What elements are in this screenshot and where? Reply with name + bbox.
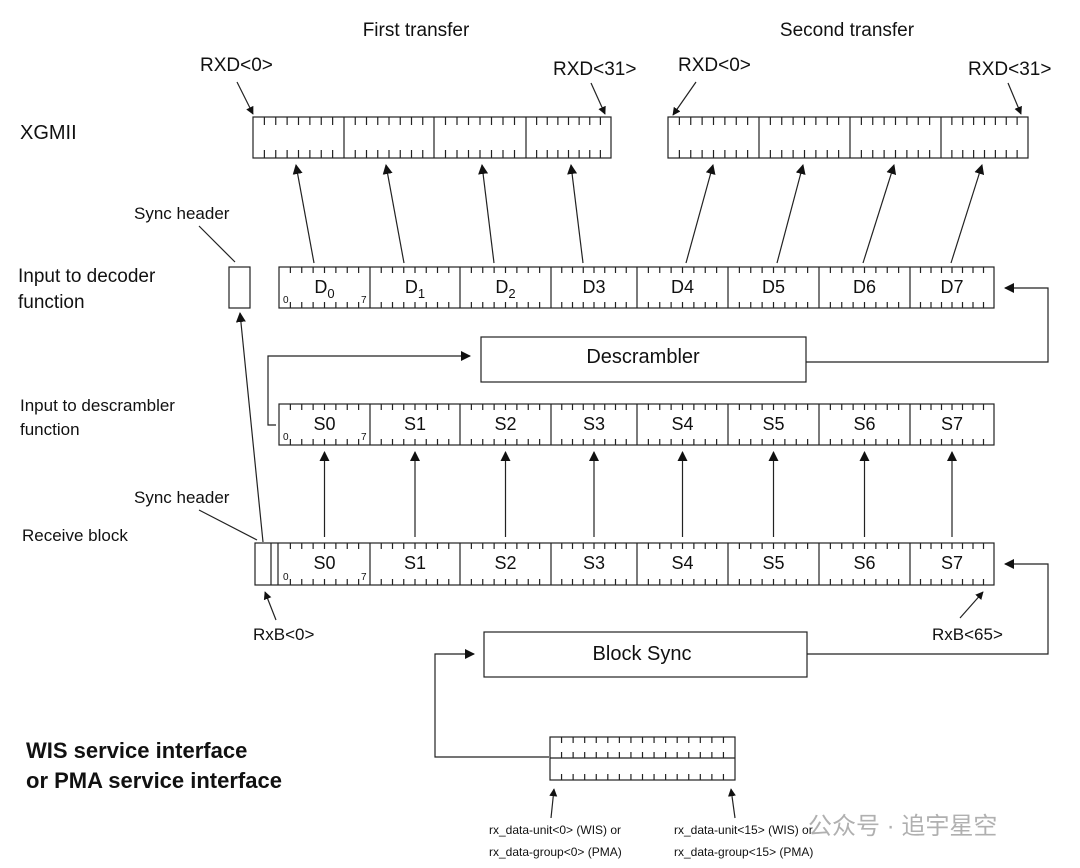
second-transfer-label: Second transfer bbox=[780, 20, 915, 41]
rxd0-label-second: RXD<0> bbox=[678, 55, 751, 76]
input-descrambler-label-line1: Input to descrambler bbox=[20, 396, 175, 415]
descrambler-cell-bit7-label: 7 bbox=[361, 432, 367, 443]
rx-unit0-label-line2: rx_data-group<0> (PMA) bbox=[489, 845, 622, 859]
decoder-cell-7: D7 bbox=[940, 277, 963, 297]
descrambler-input-path bbox=[267, 351, 471, 426]
receive-block-register: S0 S1 S2 S3 S4 S5 S6 S7 0 7 bbox=[254, 542, 995, 586]
sync-header-label-top: Sync header bbox=[134, 204, 230, 223]
rx-unit15-label-line2: rx_data-group<15> (PMA) bbox=[674, 845, 813, 859]
xgmii-label: XGMII bbox=[20, 122, 77, 144]
rxd0-pointer-first bbox=[236, 81, 254, 115]
input-decoder-label-line2: function bbox=[18, 292, 85, 313]
decoder-cell-bit7-label: 7 bbox=[361, 295, 367, 306]
input-decoder-label-line1: Input to decoder bbox=[18, 266, 156, 287]
receive-to-descrambler-arrows bbox=[319, 451, 957, 537]
rxb0-pointer bbox=[263, 591, 277, 621]
descrambler-cell-7: S7 bbox=[941, 414, 963, 434]
descrambler-cell-4: S4 bbox=[671, 414, 693, 434]
receive-cell-bit0-label: 0 bbox=[283, 572, 289, 583]
decoder-cell-3: D3 bbox=[582, 277, 605, 297]
xgmii-register-second bbox=[667, 116, 1029, 159]
descrambler-cell-1: S1 bbox=[404, 414, 426, 434]
descrambler-to-decoder-path bbox=[806, 283, 1049, 363]
descrambler-cell-6: S6 bbox=[853, 414, 875, 434]
pma-to-block-sync-path bbox=[434, 649, 549, 758]
pma-service-interface-label: or PMA service interface bbox=[26, 768, 282, 793]
receive-cell-3: S3 bbox=[583, 553, 605, 573]
rx-unit15-label-line1: rx_data-unit<15> (WIS) or bbox=[674, 823, 813, 837]
watermark-text: 公众号 · 追宇星空 bbox=[808, 813, 997, 840]
descrambler-cell-2: S2 bbox=[494, 414, 516, 434]
first-transfer-label: First transfer bbox=[363, 20, 470, 41]
decoder-cell-5: D5 bbox=[762, 277, 785, 297]
receive-cell-2: S2 bbox=[494, 553, 516, 573]
receive-cell-bit7-label: 7 bbox=[361, 572, 367, 583]
pma-service-register bbox=[549, 736, 736, 781]
descrambler-cell-5: S5 bbox=[762, 414, 784, 434]
block-sync-to-receive-path bbox=[807, 559, 1049, 655]
receive-cell-4: S4 bbox=[671, 553, 693, 573]
rxb0-label: RxB<0> bbox=[253, 625, 314, 644]
rxd31-pointer-first bbox=[590, 82, 606, 115]
descrambler-cell-3: S3 bbox=[583, 414, 605, 434]
decoder-cell-bit0-label: 0 bbox=[283, 295, 289, 306]
sync-header-leader-top bbox=[198, 225, 236, 263]
rxd31-label-second: RXD<31> bbox=[968, 59, 1051, 80]
sync-header-arrow bbox=[235, 312, 264, 543]
decoder-to-xgmii-arrows bbox=[292, 164, 985, 264]
descrambler-cell-bit0-label: 0 bbox=[283, 432, 289, 443]
receive-cell-1: S1 bbox=[404, 553, 426, 573]
rxd31-label-first: RXD<31> bbox=[553, 59, 636, 80]
sync-header-box bbox=[228, 266, 251, 309]
input-descrambler-label-line2: function bbox=[20, 420, 80, 439]
rxb65-label: RxB<65> bbox=[932, 625, 1003, 644]
decoder-cell-6: D6 bbox=[853, 277, 876, 297]
rxd31-pointer-second bbox=[1007, 82, 1022, 115]
descrambler-label: Descrambler bbox=[586, 346, 700, 368]
rx-unit0-label-line1: rx_data-unit<0> (WIS) or bbox=[489, 823, 621, 837]
receive-block-label: Receive block bbox=[22, 526, 128, 545]
descrambler-input-register: S0 S1 S2 S3 S4 S5 S6 S7 0 7 bbox=[278, 403, 995, 446]
wis-service-interface-label: WIS service interface bbox=[26, 738, 247, 763]
rx-unit15-pointer bbox=[728, 788, 736, 819]
rxd0-label-first: RXD<0> bbox=[200, 55, 273, 76]
block-sync-label: Block Sync bbox=[593, 643, 692, 665]
receive-cell-7: S7 bbox=[941, 553, 963, 573]
descrambler-cell-0: S0 bbox=[313, 414, 335, 434]
receive-cell-0: S0 bbox=[313, 553, 335, 573]
rxd0-pointer-second bbox=[672, 81, 697, 116]
decoder-cell-4: D4 bbox=[671, 277, 694, 297]
sync-header-leader-bottom bbox=[198, 509, 258, 541]
receive-cell-6: S6 bbox=[853, 553, 875, 573]
sync-header-label-bottom: Sync header bbox=[134, 488, 230, 507]
rxb65-pointer bbox=[959, 591, 984, 619]
rx-unit0-pointer bbox=[549, 788, 558, 819]
xgmii-register-first bbox=[252, 116, 612, 159]
receive-cell-5: S5 bbox=[762, 553, 784, 573]
descrambler-box bbox=[480, 336, 807, 383]
block-sync-box bbox=[483, 631, 808, 678]
